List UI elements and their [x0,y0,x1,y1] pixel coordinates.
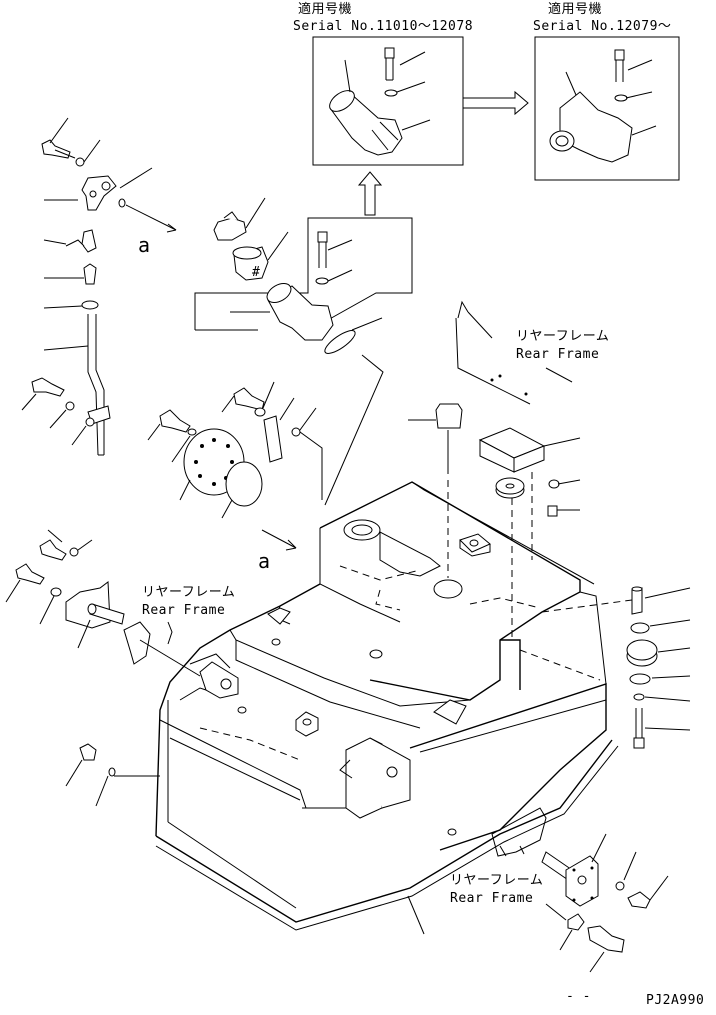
serial-box-1: 適用号機 Serial No.11010～12078 [293,1,473,166]
access-cover-parts [147,381,323,519]
rear-frame-label-jp-2: リヤーフレーム [142,585,235,600]
svg-text:- -: - - [566,989,591,1004]
rear-frame-label-en-3: Rear Frame [450,891,533,906]
fuel-tank: a [155,481,619,935]
rear-frame-label-jp-1: リヤーフレーム [516,329,609,344]
rear-frame-label-en-2: Rear Frame [142,603,225,618]
rear-frame-label-jp-3: リヤーフレーム [450,873,543,888]
applicable-model-label-2: 適用号機 [548,1,602,17]
mount-stack [541,586,691,749]
applicable-model-label-1: 適用号機 [298,1,352,17]
left-mount: リヤーフレーム Rear Frame [5,529,235,807]
serial-range-label-2: Serial No.12079～ [533,19,671,34]
hash-mark: # [252,265,260,280]
drawing-number: PJ2A990 [646,993,704,1008]
view-marker-a-top: a [138,233,150,257]
drain-assembly: a [21,117,177,456]
rear-frame-label-en-1: Rear Frame [516,347,599,362]
serial-box-2: 適用号機 Serial No.12079～ [533,1,680,181]
rear-frame-bracket: リヤーフレーム Rear Frame [408,300,609,640]
view-marker-a-tank: a [258,549,270,573]
bottom-right-mount: リヤーフレーム Rear Frame [450,807,669,973]
serial-range-label-1: Serial No.11010～12078 [293,19,473,34]
filler-neck-detail: # [194,197,413,506]
